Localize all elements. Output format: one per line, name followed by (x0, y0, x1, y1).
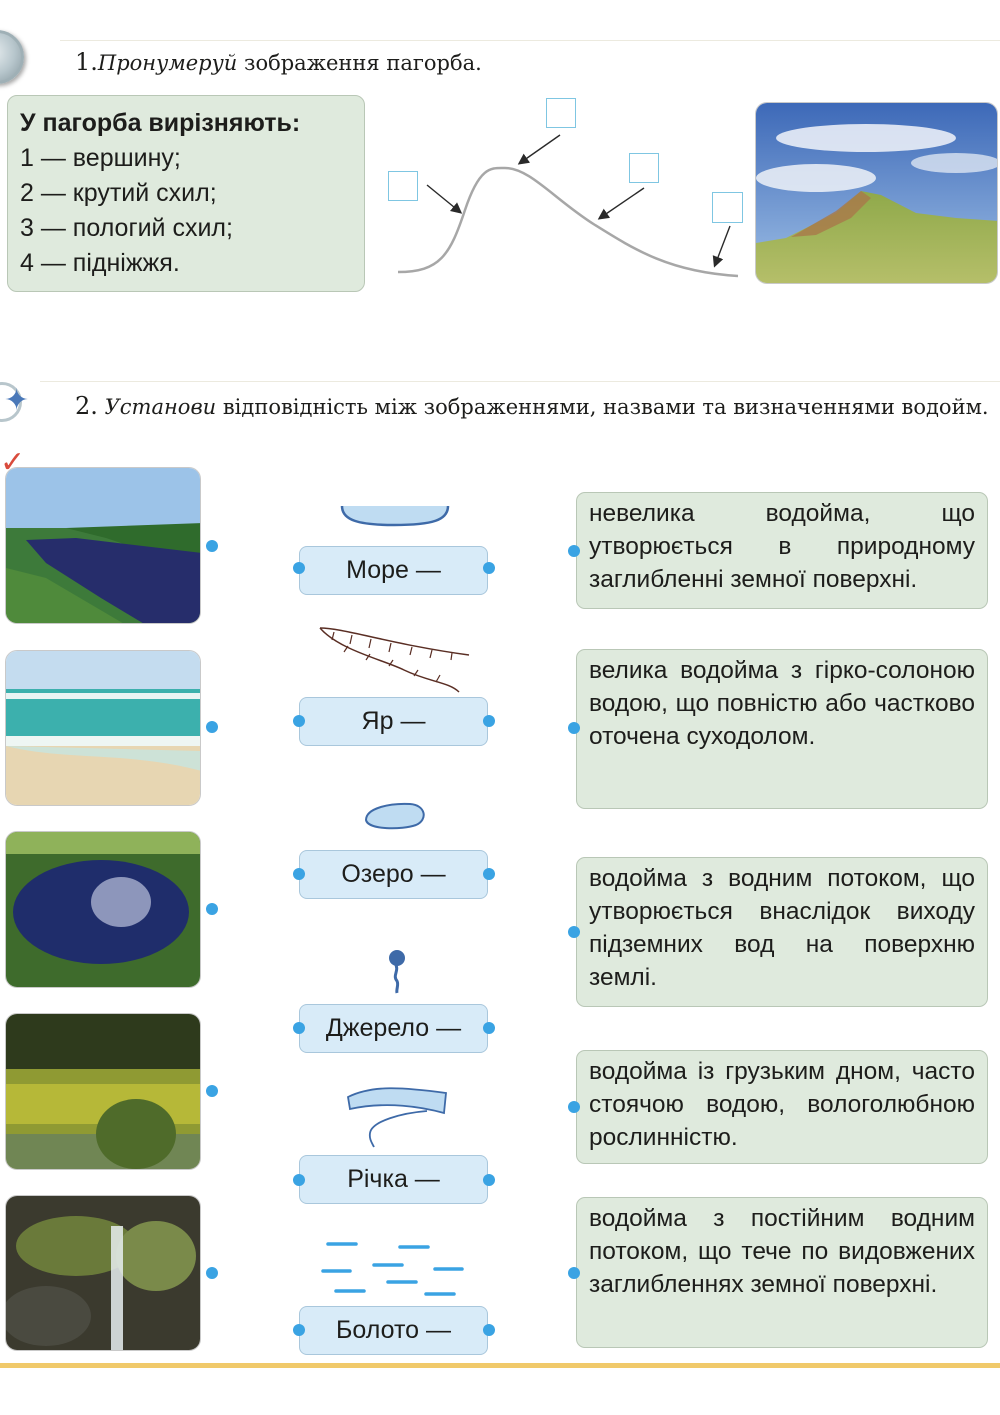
task1-verb: Пронумеруй (97, 51, 238, 75)
swamp-photo-connector[interactable] (206, 1085, 218, 1097)
definition-text: водойма із грузьким дном, часто стоячою … (589, 1058, 975, 1151)
river-right-connector[interactable] (483, 1174, 495, 1186)
task2-text: відповідність між зображеннями, назвами … (216, 395, 989, 419)
label-box-steep-slope[interactable] (388, 171, 418, 201)
name-box-spring[interactable]: Джерело — (299, 1004, 488, 1053)
spring-right-connector[interactable] (483, 1022, 495, 1034)
spring-symbol-icon (389, 950, 405, 994)
definition-box-3: водойма з водним потоком, що утворюється… (576, 857, 988, 1007)
definition-text: водойма з постійним водним потоком, що т… (589, 1205, 975, 1298)
definition-text: невелика водойма, що утворюється в приро… (589, 500, 975, 593)
definition-box-1: невелика водойма, що утворюється в приро… (576, 492, 988, 609)
sea-photo (5, 650, 201, 806)
name-label: Джерело — (325, 1014, 462, 1042)
river-photo (5, 467, 201, 624)
sea-left-connector[interactable] (293, 562, 305, 574)
name-label: Озеро — (341, 860, 446, 888)
lake-left-connector[interactable] (293, 868, 305, 880)
swamp-symbol-icon (321, 1242, 464, 1296)
river-left-connector[interactable] (293, 1174, 305, 1186)
label-box-foot[interactable] (712, 192, 743, 223)
label-box-gentle-slope[interactable] (629, 153, 659, 183)
ravine-symbol-icon (319, 627, 470, 693)
name-label: Яр — (361, 707, 426, 735)
bottom-bar (0, 1363, 1000, 1368)
hill-photo (755, 102, 998, 284)
name-box-sea[interactable]: Море — (299, 546, 488, 595)
star-icon: ✦ (4, 384, 30, 417)
info-item-steep-slope: 2 — крутий схил; (20, 179, 217, 207)
swamp-photo (5, 1013, 201, 1170)
definition-2-connector[interactable] (568, 722, 580, 734)
spring-photo (5, 1195, 201, 1351)
lake-photo (5, 831, 201, 988)
task2-verb: Установи (104, 395, 217, 419)
definition-box-5: водойма з постійним водним потоком, що т… (576, 1197, 988, 1348)
info-item-foot: 4 — підніжжя. (20, 249, 180, 277)
definition-text: велика водойма з гірко-солоною водою, що… (589, 657, 975, 750)
name-label: Річка — (347, 1165, 440, 1193)
label-box-summit[interactable] (546, 98, 576, 128)
info-item-summit: 1 — вершину; (20, 144, 181, 172)
name-label: Море — (346, 556, 441, 584)
definition-box-4: водойма із грузьким дном, часто стоячою … (576, 1050, 988, 1164)
name-box-ravine[interactable]: Яр — (299, 697, 488, 746)
name-box-swamp[interactable]: Болото — (299, 1306, 488, 1355)
spring-photo-connector[interactable] (206, 1267, 218, 1279)
top-rule (60, 40, 1000, 41)
lake-right-connector[interactable] (483, 868, 495, 880)
hill-profile-curve (397, 166, 739, 278)
lake-photo-connector[interactable] (206, 903, 218, 915)
task-badge-icon (0, 30, 24, 84)
ravine-right-connector[interactable] (483, 715, 495, 727)
definition-3-connector[interactable] (568, 926, 580, 938)
swamp-left-connector[interactable] (293, 1324, 305, 1336)
info-heading: У пагорба вирізняють: (20, 109, 301, 137)
task1-title: 1.Пронумеруй зображення пагорба. (75, 47, 482, 78)
river-symbol-icon (347, 1087, 447, 1148)
swamp-right-connector[interactable] (483, 1324, 495, 1336)
task1-text: зображення пагорба. (237, 51, 482, 75)
section-rule (40, 381, 1000, 382)
lake-symbol-icon (364, 802, 425, 830)
hill-parts-info-box: У пагорба вирізняють: 1 — вершину; 2 — к… (7, 95, 365, 292)
sea-right-connector[interactable] (483, 562, 495, 574)
info-item-gentle-slope: 3 — пологий схил; (20, 214, 233, 242)
task1-number: 1. (75, 48, 98, 76)
definition-5-connector[interactable] (568, 1267, 580, 1279)
definition-text: водойма з водним потоком, що утворюється… (589, 865, 975, 991)
sea-photo-connector[interactable] (206, 721, 218, 733)
hill-diagram (397, 134, 739, 278)
definition-4-connector[interactable] (568, 1101, 580, 1113)
name-box-lake[interactable]: Озеро — (299, 850, 488, 899)
ravine-left-connector[interactable] (293, 715, 305, 727)
definition-box-2: велика водойма з гірко-солоною водою, що… (576, 649, 988, 809)
spring-left-connector[interactable] (293, 1022, 305, 1034)
task2-title: 2. Установи відповідність між зображення… (40, 391, 992, 423)
river-photo-connector[interactable] (206, 540, 218, 552)
definition-1-connector[interactable] (568, 545, 580, 557)
name-box-river[interactable]: Річка — (299, 1155, 488, 1204)
task2-number: 2. (75, 392, 98, 420)
sea-symbol-icon (340, 505, 450, 527)
name-label: Болото — (335, 1316, 451, 1344)
